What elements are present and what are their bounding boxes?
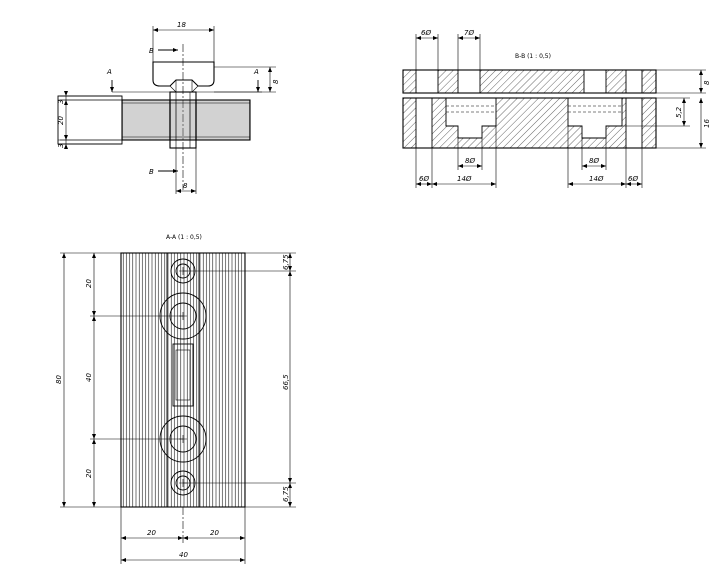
dim-right-16: 16	[703, 119, 711, 128]
dim-bottom-20-left: 20	[147, 529, 156, 537]
dim-left-20-top: 20	[85, 279, 93, 288]
section-aa-title: A-A (1 : 0,5)	[166, 234, 202, 241]
dim-bottom-6-right: 6Ø	[628, 175, 638, 183]
dim-top-7: 7Ø	[464, 29, 474, 37]
cylinder-end	[57, 95, 123, 145]
t-head-profile	[152, 61, 215, 87]
dim-inner-8-left: 8Ø	[465, 157, 475, 165]
side-view: 18 A A 8 B	[57, 21, 280, 194]
section-mark-b-top: B	[149, 47, 154, 55]
dim-inner-8-right: 8Ø	[589, 157, 599, 165]
section-mark-a-left: A	[106, 68, 112, 76]
dim-left-3-top: 3	[57, 100, 65, 104]
dim-bottom-20-right: 20	[210, 529, 219, 537]
section-bb-view: B-B (1 : 0,5) 6Ø	[402, 29, 711, 188]
dim-right-8: 8	[703, 80, 711, 85]
dim-left-40: 40	[85, 373, 93, 382]
top-plate	[402, 69, 657, 94]
dim-left-3-bottom: 3	[57, 144, 65, 148]
dim-bottom-14-left: 14Ø	[457, 175, 472, 183]
dim-left-80: 80	[55, 375, 63, 384]
section-mark-a-right: A	[253, 68, 259, 76]
dim-bottom-40: 40	[179, 551, 188, 559]
center-slot	[172, 343, 194, 407]
lower-body	[402, 97, 657, 149]
dim-left-20: 20	[57, 116, 65, 125]
dim-top-6: 6Ø	[421, 29, 431, 37]
section-aa-view: A-A (1 : 0,5) 80 20 40 20	[55, 234, 296, 564]
dim-bottom-6-left: 6Ø	[419, 175, 429, 183]
dim-bottom-8: 8	[183, 182, 188, 190]
dim-right-5-2: 5,2	[675, 106, 683, 118]
dim-bottom-14-right: 14Ø	[589, 175, 604, 183]
dim-right-8: 8	[272, 79, 280, 84]
dim-right-66-5: 66,5	[282, 374, 290, 390]
section-mark-b-bottom: B	[149, 168, 154, 176]
thread-hatching	[122, 100, 250, 140]
groove-pattern	[121, 253, 245, 507]
dim-left-20-bottom: 20	[85, 469, 93, 478]
section-bb-title: B-B (1 : 0,5)	[515, 53, 551, 60]
dim-top-width: 18	[177, 21, 186, 29]
dim-right-6-75-top: 6,75	[282, 254, 290, 270]
dim-right-6-75-bottom: 6,75	[282, 486, 290, 502]
